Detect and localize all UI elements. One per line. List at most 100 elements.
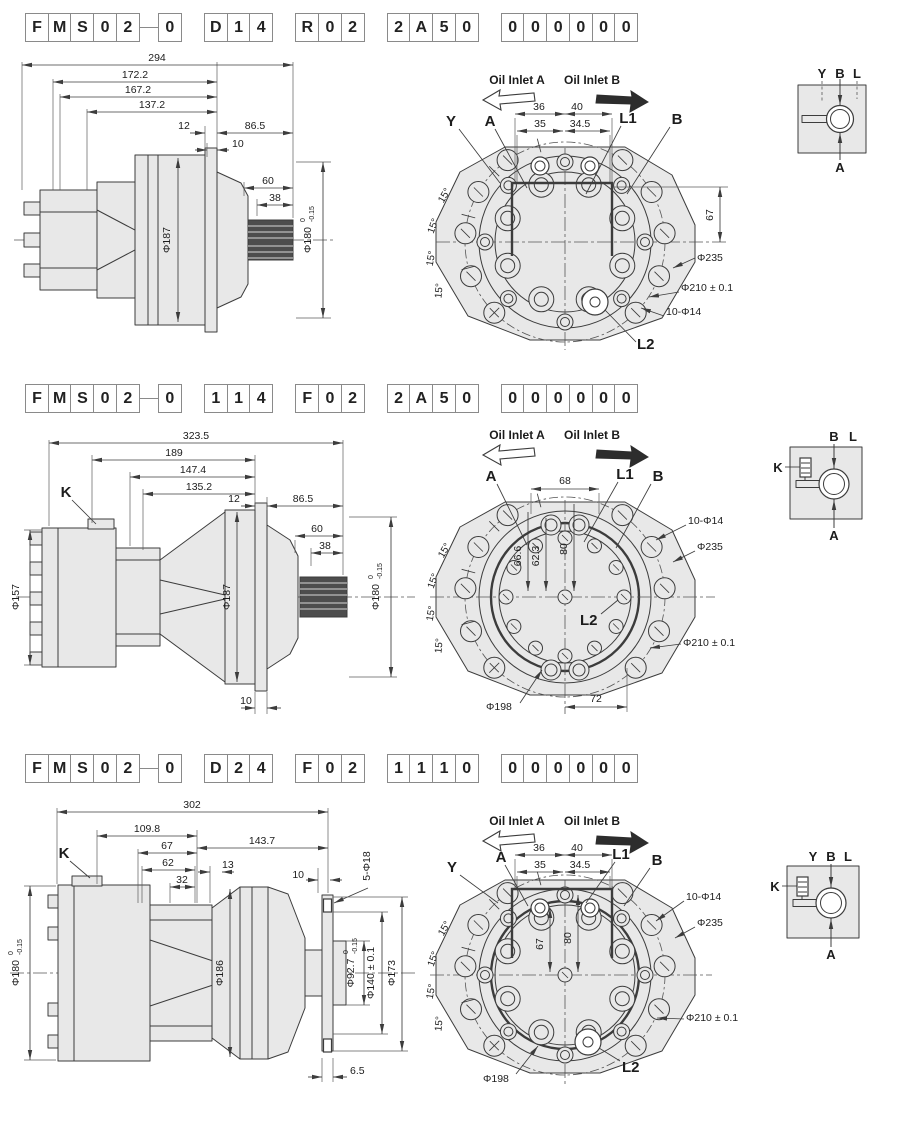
svg-text:Φ140 ± 0.1: Φ140 ± 0.1 xyxy=(365,947,377,999)
code-dash xyxy=(139,398,158,399)
code-char: 0 xyxy=(568,754,593,783)
code-char: 0 xyxy=(454,754,479,783)
svg-text:Φ180: Φ180 xyxy=(302,227,314,253)
code-char: 2 xyxy=(115,13,140,42)
model-code-row-3: F M S 0 2 0 D 2 4 F 0 2 1 1 1 0 xyxy=(25,754,639,783)
schematic-port-k: K xyxy=(770,879,780,894)
code-char: 0 xyxy=(546,13,571,42)
front-view-motor-1 xyxy=(435,138,728,350)
angle-15: 15° xyxy=(426,950,442,968)
code-char: 0 xyxy=(317,754,342,783)
dim-bolt-circle: Φ210 ± 0.1 xyxy=(681,282,733,294)
dim-len-c: 135.2 xyxy=(186,481,212,493)
svg-text:-0.15: -0.15 xyxy=(309,206,316,222)
dim-len-f: 143.7 xyxy=(249,835,275,847)
code-char: 1 xyxy=(226,384,251,413)
code-char: 0 xyxy=(614,13,639,42)
code-group-ports: 2 A 5 0 xyxy=(386,13,479,42)
dim-35: 35 xyxy=(534,118,546,130)
label-b: B xyxy=(672,111,683,128)
dim-body-dia: Φ187 xyxy=(221,584,233,610)
code-dash xyxy=(139,27,158,28)
dim-68: 68 xyxy=(559,475,571,487)
code-char: S xyxy=(70,754,95,783)
oil-inlet-b-arrow-icon xyxy=(595,830,649,854)
code-group-ports: 2 A 5 0 xyxy=(386,384,479,413)
code-char: D xyxy=(203,13,228,42)
schematic-port-l: L xyxy=(849,429,857,444)
dim-flange-w: 12 xyxy=(178,120,190,132)
side-view-dimensions-3: 302 109.8 143.7 67 62 32 13 10 5-Φ18 xyxy=(8,799,408,1082)
oil-inlet-b-label: Oil Inlet B xyxy=(564,814,620,828)
dim-inner-dia: Φ198 xyxy=(486,701,512,713)
k-port-block xyxy=(87,518,115,530)
front-view-motor-2 xyxy=(430,493,715,714)
svg-text:-0.15: -0.15 xyxy=(352,938,359,954)
code-char: 5 xyxy=(432,384,457,413)
code-char: 0 xyxy=(500,384,525,413)
dim-80: 80 xyxy=(562,932,574,944)
dim-bolt-circle: Φ210 ± 0.1 xyxy=(686,1012,738,1024)
code-char: 2 xyxy=(386,384,411,413)
angle-15: 15° xyxy=(425,983,438,1000)
dim-shaft-dia: Φ180 0 -0.15 xyxy=(300,206,316,253)
svg-text:67: 67 xyxy=(534,938,546,950)
side-view-motor-2: K xyxy=(16,484,415,692)
dim-len-e: 13 xyxy=(222,859,234,871)
dim-len-b: 147.4 xyxy=(180,464,206,476)
dim-inner-dia: Φ198 xyxy=(483,1073,509,1085)
oil-inlet-a-label: Oil Inlet A xyxy=(489,428,545,442)
code-group-options: 0 0 0 0 0 0 xyxy=(500,384,639,413)
dim-holes: 10-Φ14 xyxy=(688,515,723,527)
dim-len-c: 62 xyxy=(162,857,174,869)
dim-len-d: 32 xyxy=(176,874,188,886)
angle-ticks xyxy=(461,493,542,674)
code-char: 1 xyxy=(432,754,457,783)
dim-holes: 10-Φ14 xyxy=(666,306,701,318)
code-char: 4 xyxy=(249,754,274,783)
dim-40: 40 xyxy=(571,842,583,854)
code-char: A xyxy=(409,13,434,42)
code-char: 4 xyxy=(249,13,274,42)
code-char: 0 xyxy=(500,13,525,42)
angle-15: 15° xyxy=(425,605,438,622)
code-char: 2 xyxy=(115,384,140,413)
code-char: 0 xyxy=(454,384,479,413)
schematic-port-a: A xyxy=(826,947,836,962)
code-char: 0 xyxy=(93,754,118,783)
code-char: 0 xyxy=(614,384,639,413)
dim-66-6: 66.6 xyxy=(512,546,524,567)
dim-len-b: 167.2 xyxy=(125,84,151,96)
side-view-motor-3: K xyxy=(10,845,415,1062)
dim-len-c: 137.2 xyxy=(139,99,165,111)
label-l2: L2 xyxy=(622,1059,640,1076)
flange-hole xyxy=(322,1038,333,1053)
dim-72: 72 xyxy=(590,693,602,705)
dim-hub-dia: Φ92.7 0 -0.15 xyxy=(343,938,359,987)
code-char: F xyxy=(25,384,49,413)
svg-text:0: 0 xyxy=(343,950,350,954)
dim-holes: 10-Φ14 xyxy=(686,891,721,903)
dim-flange-dia: Φ235 xyxy=(697,917,723,929)
label-k: K xyxy=(61,484,72,501)
svg-text:Φ186: Φ186 xyxy=(214,960,226,986)
drawing-row-1: 294 172.2 167.2 137.2 12 86.5 10 60 38 Φ… xyxy=(14,52,867,353)
code-group-series: F M S 0 2 xyxy=(25,384,140,413)
code-char: 0 xyxy=(591,754,616,783)
code-char: 0 xyxy=(93,384,118,413)
code-char: 0 xyxy=(317,13,342,42)
oil-inlet-a-arrow-icon xyxy=(481,88,536,112)
dim-holes: 5-Φ18 xyxy=(361,851,373,881)
side-view-dimensions-2: 323.5 189 147.4 135.2 12 86.5 60 38 10 xyxy=(10,430,397,714)
svg-text:0: 0 xyxy=(300,218,307,222)
code-char: 0 xyxy=(317,384,342,413)
code-group-ports: 1 1 1 0 xyxy=(386,754,479,783)
code-char: 4 xyxy=(249,384,274,413)
label-a: A xyxy=(485,113,496,130)
oil-inlet-a-label: Oil Inlet A xyxy=(489,73,545,87)
label-l1: L1 xyxy=(619,110,637,127)
schematic-port-y: Y xyxy=(809,849,818,864)
drain-port xyxy=(581,288,609,316)
dim-34-5: 34.5 xyxy=(570,118,591,130)
